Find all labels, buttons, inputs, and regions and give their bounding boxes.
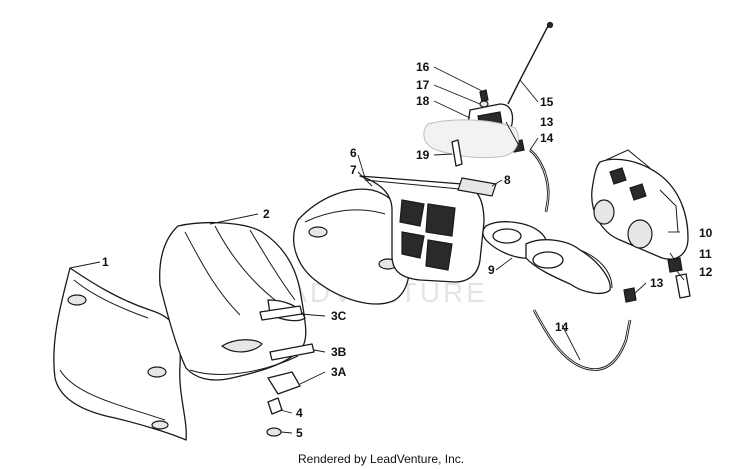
callout-16: 16: [416, 60, 430, 74]
part-7-airbox-frame: [359, 175, 485, 283]
part-14-hose-upper: [529, 149, 550, 213]
part-15-cable: [507, 21, 554, 105]
callout-3c: 3C: [331, 309, 347, 323]
callout-14-lower: 14: [555, 320, 569, 334]
callout-3b: 3B: [331, 345, 347, 359]
part-19-bolt: [451, 139, 463, 167]
callout-4: 4: [296, 406, 303, 420]
callout-13-upper: 13: [540, 115, 554, 129]
callout-1: 1: [102, 255, 109, 269]
part-11-fitting: [667, 257, 683, 273]
part-4-grommet: [267, 397, 283, 415]
callout-19: 19: [416, 148, 430, 162]
phantom-manifold: [423, 119, 519, 159]
part-17-spacer: [479, 100, 489, 108]
part-13-fitting-lower: [623, 287, 637, 303]
part-9-intake-boots: [482, 221, 613, 295]
callout-18: 18: [416, 94, 430, 108]
leader-lines: [69, 66, 685, 434]
part-5-washer: [266, 427, 282, 437]
callout-8: 8: [504, 173, 511, 187]
part-16-screw: [479, 89, 489, 103]
part-6-filter-foam: [293, 188, 411, 305]
callout-9: 9: [488, 263, 495, 277]
callout-17: 17: [416, 78, 430, 92]
part-14-hose-lower: [532, 309, 632, 371]
callout-5: 5: [296, 426, 303, 440]
part-8-seal-strip: [457, 177, 497, 197]
callout-15: 15: [540, 95, 554, 109]
callout-12: 12: [699, 265, 713, 279]
part-2-duct-shell: [159, 221, 307, 381]
callout-11: 11: [699, 247, 712, 261]
footer-credit: Rendered by LeadVenture, Inc.: [298, 452, 464, 466]
part-1-hood-panel: [53, 267, 187, 441]
part-3-brackets: [259, 305, 315, 395]
part-12-cap: [675, 273, 691, 299]
callout-2: 2: [263, 207, 270, 221]
part-10-throttle-body: [591, 149, 689, 260]
callout-6: 6: [350, 146, 357, 160]
callout-10: 10: [699, 226, 713, 240]
callout-14-upper: 14: [540, 131, 554, 145]
callout-13-lower: 13: [650, 276, 664, 290]
callout-7: 7: [350, 163, 357, 177]
callout-3a: 3A: [331, 365, 347, 379]
